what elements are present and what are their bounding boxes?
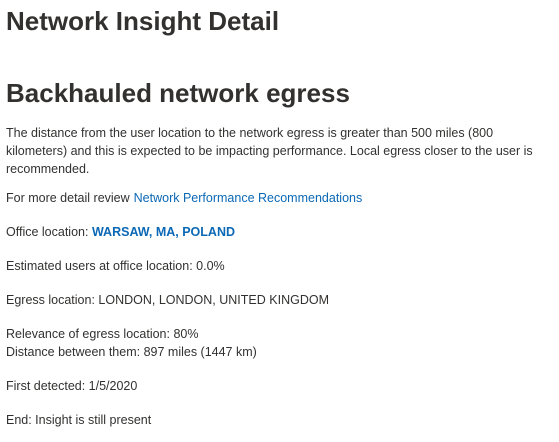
insight-end: End: Insight is still present (6, 413, 152, 427)
estimated-users: Estimated users at office location: 0.0% (6, 259, 225, 273)
office-location-label: Office location: (6, 225, 89, 239)
review-prefix: For more detail review (6, 191, 130, 205)
office-location: Office location: WARSAW, MA, POLAND (6, 223, 553, 241)
first-detected: First detected: 1/5/2020 (6, 379, 138, 393)
insight-detail-page: Network Insight Detail Backhauled networ… (6, 6, 553, 427)
egress-location: Egress location: LONDON, LONDON, UNITED … (6, 293, 329, 307)
network-performance-recommendations-link[interactable]: Network Performance Recommendations (133, 191, 363, 205)
egress-relevance: Relevance of egress location: 80% (6, 327, 199, 341)
insight-description: The distance from the user location to t… (6, 126, 533, 176)
egress-distance: Distance between them: 897 miles (1447 k… (6, 345, 257, 359)
page-title: Network Insight Detail (6, 6, 280, 36)
office-location-value[interactable]: WARSAW, MA, POLAND (91, 225, 235, 239)
insight-title: Backhauled network egress (6, 78, 350, 108)
